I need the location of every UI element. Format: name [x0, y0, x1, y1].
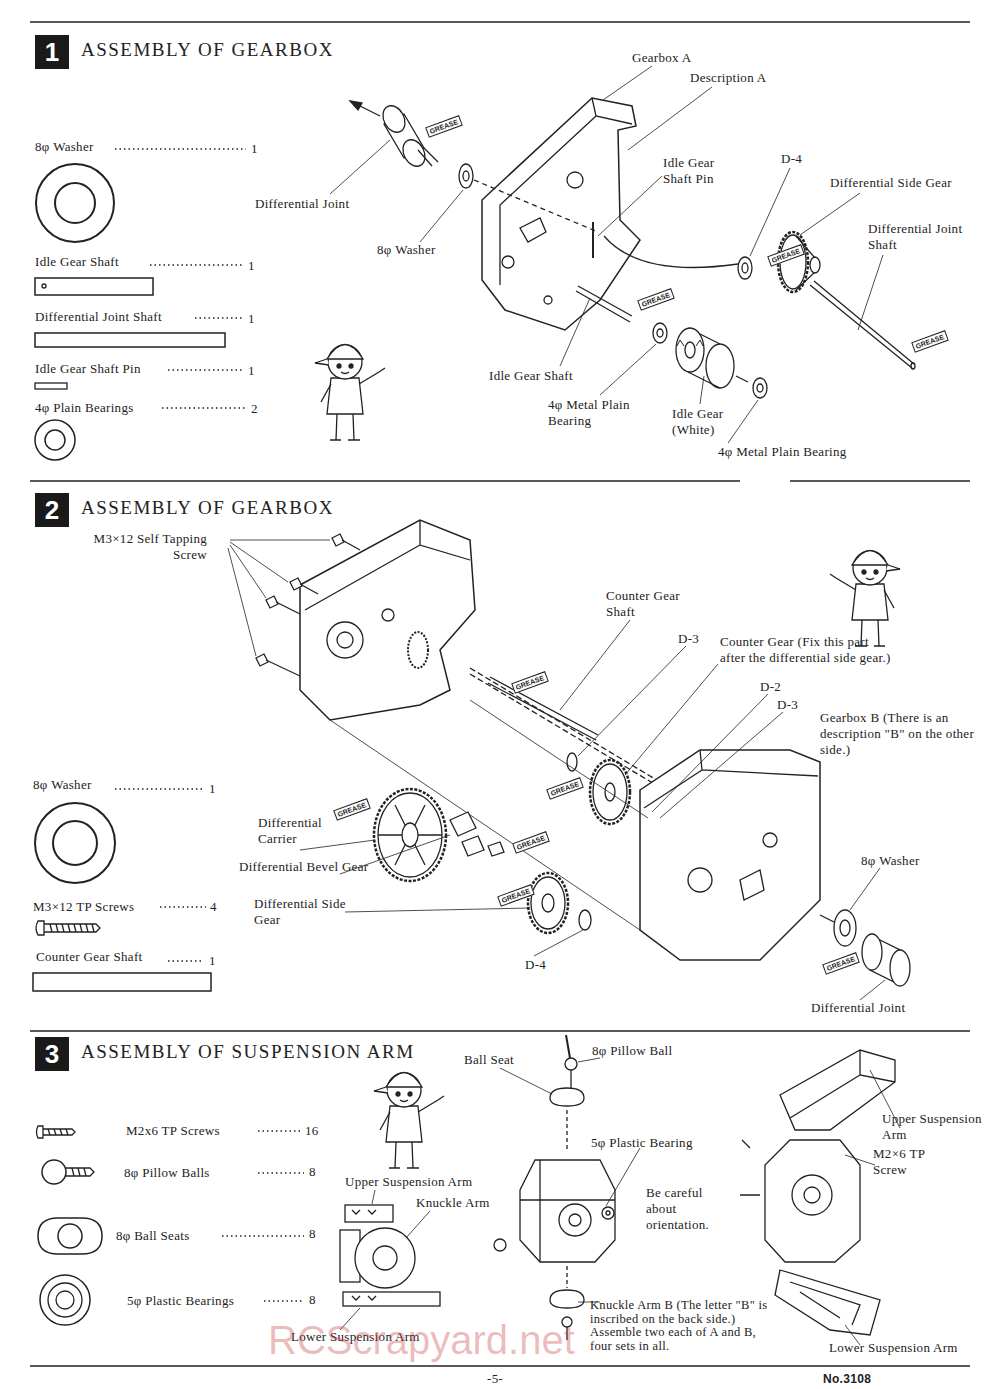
- quantity: 1: [209, 953, 216, 969]
- part-label: Ball Seat: [464, 1052, 514, 1068]
- quantity: 8: [309, 1226, 316, 1242]
- quantity: 4: [210, 899, 217, 915]
- grease-tag: GREASE: [911, 330, 948, 352]
- step-heading: ASSEMBLY OF GEARBOX: [81, 497, 334, 519]
- part-label: 8φ Washer: [35, 139, 94, 155]
- part-label: 4φ Metal Plain Bearing: [548, 397, 653, 429]
- part-label: Differential Joint Shaft: [35, 309, 162, 325]
- part-label: Counter Gear Shaft: [606, 588, 701, 620]
- part-label: Upper Suspension Arm: [345, 1174, 472, 1190]
- part-label: D-3: [678, 631, 699, 647]
- quantity: 1: [248, 311, 255, 327]
- quantity: 8: [309, 1292, 316, 1308]
- part-label: 8φ Washer: [861, 853, 920, 869]
- step-box: 1ASSEMBLY OF GEARBOX: [35, 35, 69, 69]
- part-label: Lower Suspension Arm: [829, 1340, 958, 1356]
- step-heading: ASSEMBLY OF SUSPENSION ARM: [81, 1041, 415, 1063]
- quantity: 1: [251, 141, 258, 157]
- part-label: M2x6 TP Screws: [126, 1123, 220, 1139]
- grease-tag: GREASE: [637, 288, 674, 310]
- step-number: 1: [35, 35, 69, 69]
- step-number: 2: [35, 493, 69, 527]
- part-label: Gearbox B (There is an description "B" o…: [820, 710, 990, 758]
- part-label: Be careful about orientation.: [646, 1185, 731, 1233]
- part-label: 5φ Plastic Bearing: [591, 1135, 693, 1151]
- part-label: 8φ Pillow Balls: [124, 1165, 210, 1181]
- grease-tag: GREASE: [425, 115, 462, 137]
- part-label: Knuckle Arm: [416, 1195, 490, 1211]
- quantity: 2: [251, 401, 258, 417]
- quantity: 8: [309, 1164, 316, 1180]
- grease-tag: GREASE: [512, 831, 549, 853]
- part-label: Gearbox A: [632, 50, 691, 66]
- part-label: 8φ Washer: [33, 777, 92, 793]
- grease-tag: GREASE: [511, 671, 548, 693]
- part-label: D-3: [777, 697, 798, 713]
- part-label: Idle Gear Shaft: [35, 254, 119, 270]
- grease-tag: GREASE: [822, 952, 859, 974]
- part-label: 4φ Plain Bearings: [35, 400, 134, 416]
- part-label: Differential Side Gear: [254, 896, 364, 928]
- part-label: 4φ Metal Plain Bearing: [718, 444, 847, 460]
- part-label: Counter Gear (Fix this part after the di…: [720, 634, 896, 666]
- part-label: M2×6 TP Screw: [873, 1146, 935, 1178]
- part-label: 8φ Pillow Ball: [592, 1043, 672, 1059]
- part-label: Differential Joint Shaft: [868, 221, 988, 253]
- part-label: Differential Side Gear: [830, 175, 952, 191]
- quantity: 16: [305, 1123, 319, 1139]
- quantity: 1: [248, 258, 255, 274]
- watermark: RCScrapyard.net: [268, 1318, 575, 1362]
- part-label: M3×12 Self Tapping Screw: [85, 531, 207, 563]
- part-label: D-4: [525, 957, 546, 973]
- page-number: -5-: [487, 1371, 503, 1387]
- part-label: Differential Carrier: [258, 815, 338, 847]
- part-label: Idle Gear Shaft: [489, 368, 573, 384]
- part-label: Idle Gear Shaft Pin: [663, 155, 741, 187]
- catalog-number: No.3108: [823, 1371, 871, 1387]
- part-label: Description A: [690, 70, 766, 86]
- part-label: Idle Gear (White): [672, 406, 734, 438]
- step-box: 3ASSEMBLY OF SUSPENSION ARM: [35, 1037, 69, 1071]
- part-label: 5φ Plastic Bearings: [127, 1293, 234, 1309]
- part-label: D-2: [760, 679, 781, 695]
- part-label: D-4: [781, 151, 802, 167]
- part-label: Differential Joint: [811, 1000, 905, 1016]
- quantity: 1: [248, 363, 255, 379]
- grease-tag: GREASE: [333, 798, 370, 820]
- part-label: 8φ Ball Seats: [116, 1228, 190, 1244]
- part-label: 8φ Washer: [377, 242, 436, 258]
- step-heading: ASSEMBLY OF GEARBOX: [81, 39, 334, 61]
- step-number: 3: [35, 1037, 69, 1071]
- step-box: 2ASSEMBLY OF GEARBOX: [35, 493, 69, 527]
- part-label: Differential Bevel Gear: [239, 859, 369, 875]
- part-label: Upper Suspension Arm: [882, 1111, 994, 1143]
- grease-tag: GREASE: [546, 777, 583, 799]
- instruction-note: Knuckle Arm B (The letter "B" is inscrib…: [590, 1299, 770, 1353]
- part-label: Counter Gear Shaft: [36, 949, 142, 965]
- part-label: Differential Joint: [255, 196, 349, 212]
- part-label: Idle Gear Shaft Pin: [35, 361, 141, 377]
- part-label: M3×12 TP Screws: [33, 899, 134, 915]
- quantity: 1: [209, 781, 216, 797]
